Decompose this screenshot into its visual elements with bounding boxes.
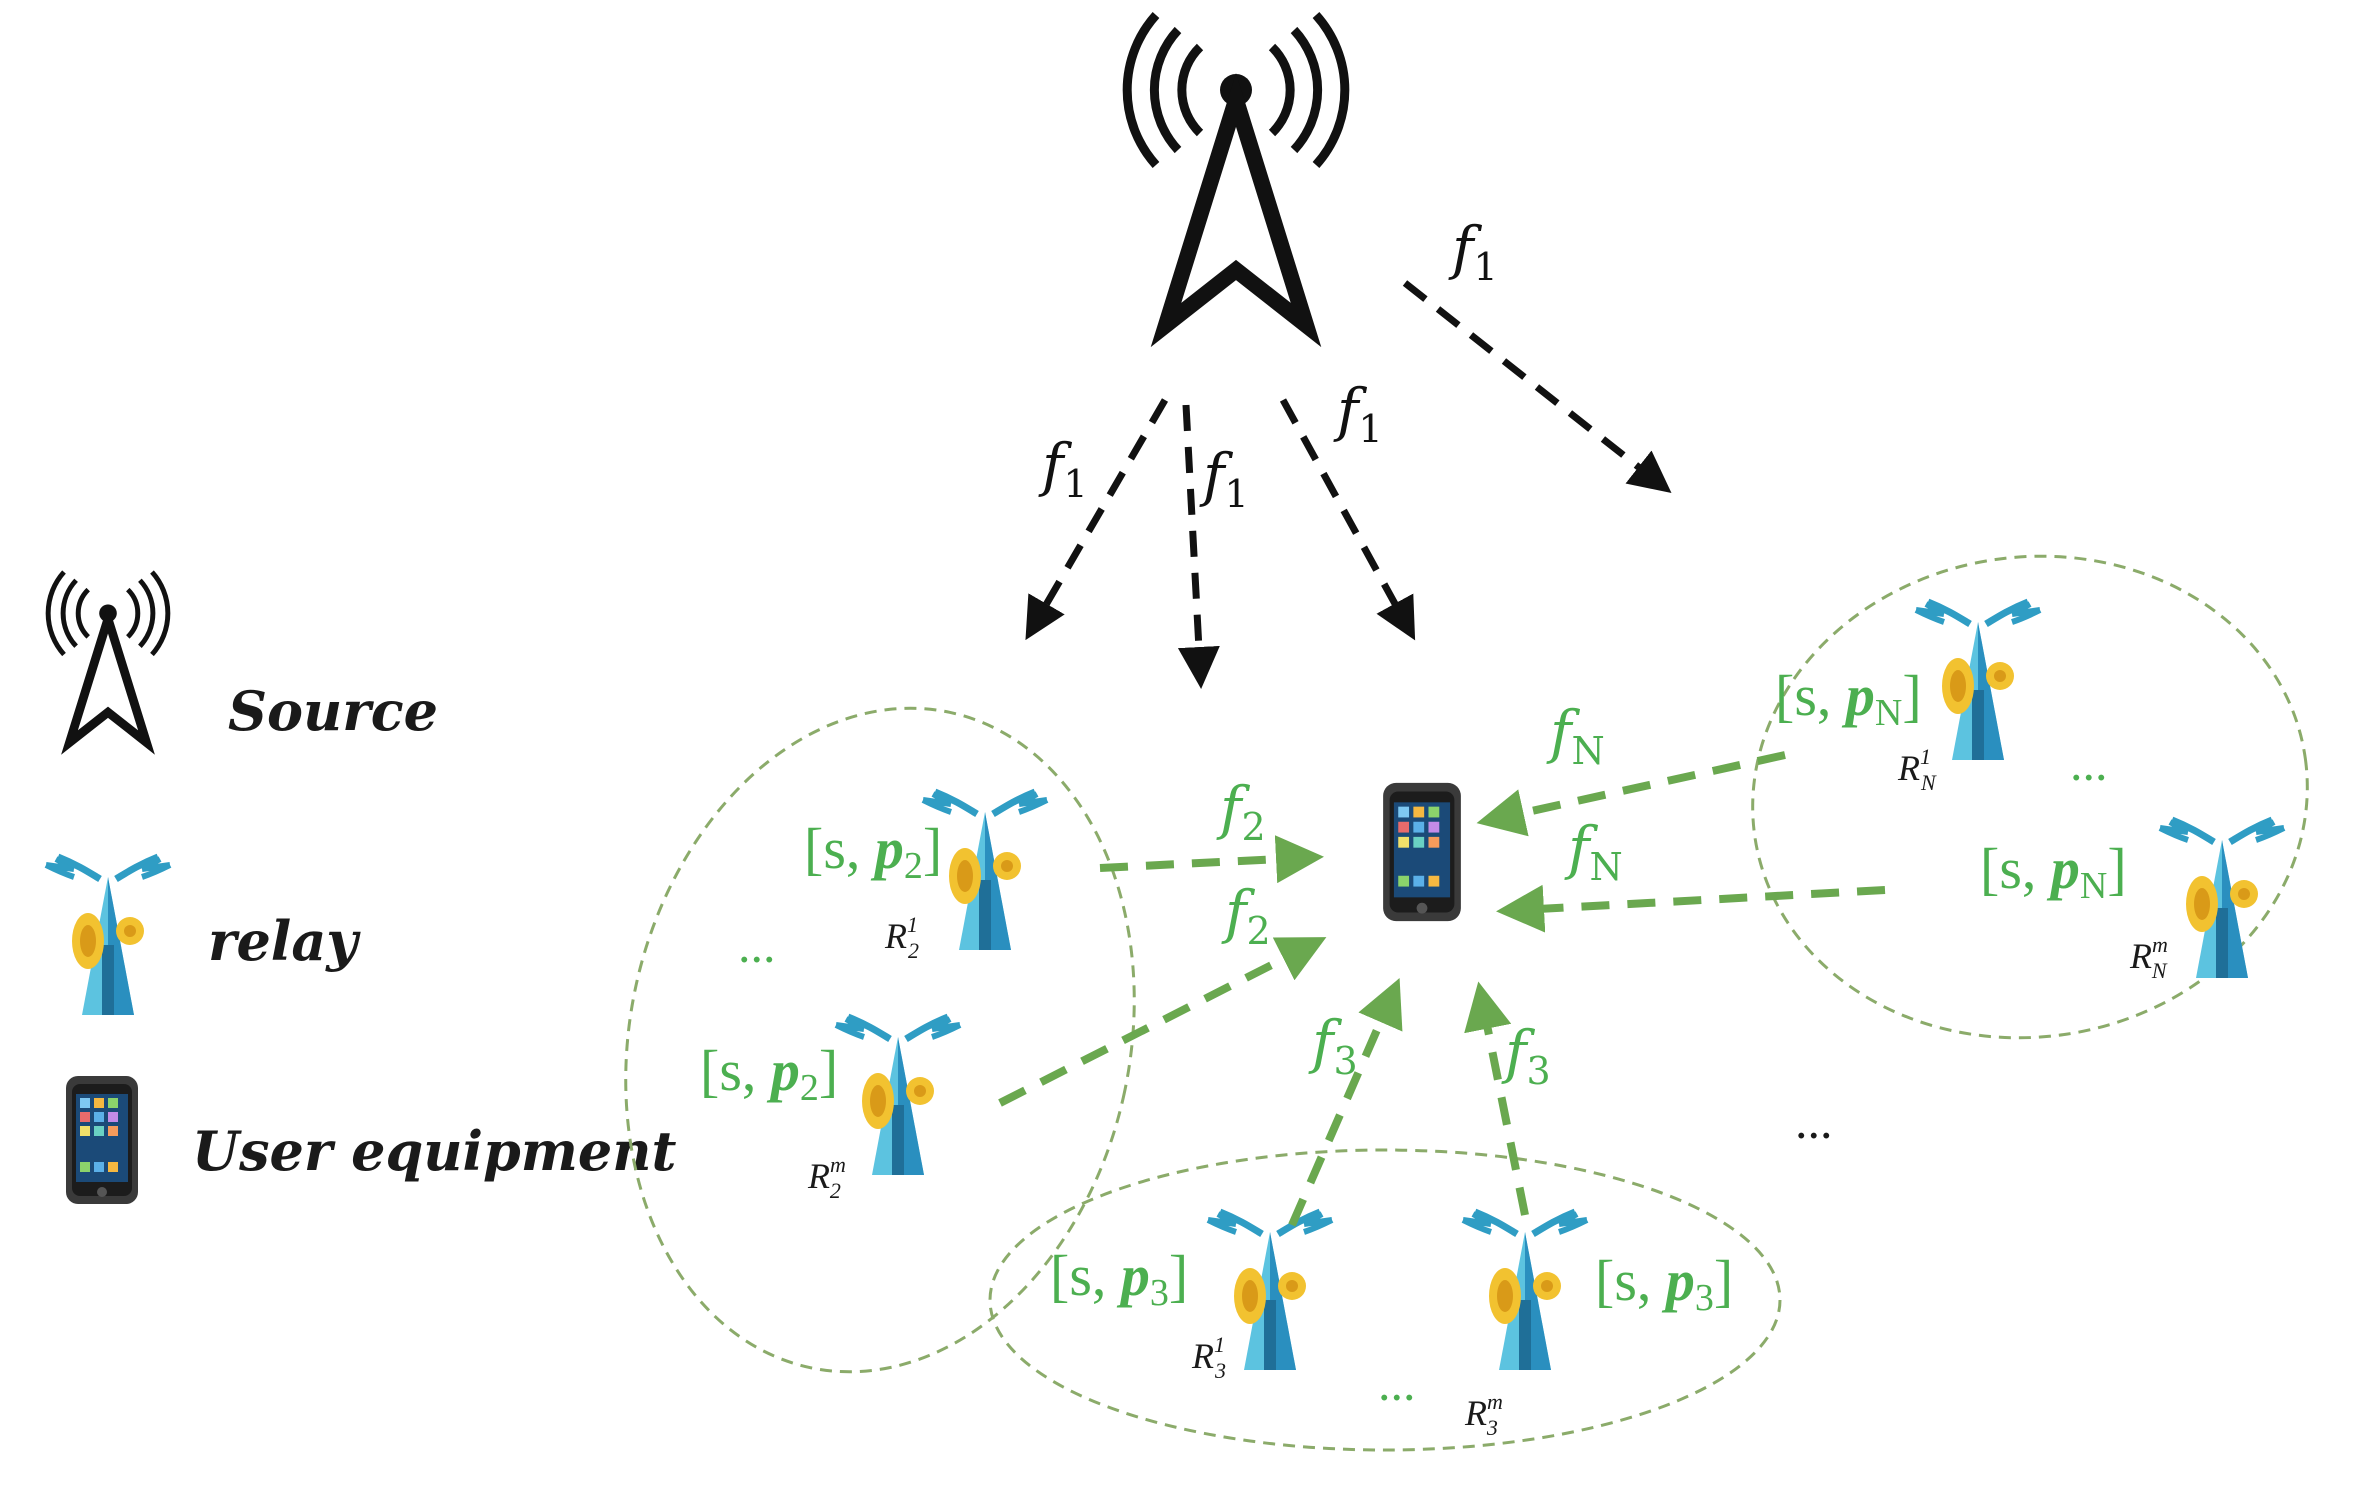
link-f2-upper (1099, 835, 1324, 884)
relay-clusters (624, 554, 2309, 1452)
source-tower-icon (1127, 15, 1345, 325)
relay-icon (836, 1017, 960, 1175)
f1-label: f1 (1038, 431, 1088, 506)
relay-icon (46, 857, 170, 1015)
f2-label: f2 (1216, 774, 1266, 849)
link-f3-right (1464, 981, 1529, 1216)
relay-icon (2160, 820, 2284, 978)
link-f1-to-ue (1279, 398, 1416, 641)
packet-label-p3: [s, p3] (1050, 1243, 1188, 1314)
green-link-labels: f2 f2 f3 f3 fN fN (1216, 698, 1623, 1093)
user-equipment-icon (1383, 782, 1461, 922)
cluster-2 (624, 706, 1136, 1374)
f1-labels: f1 f1 f1 f1 (1038, 214, 1498, 516)
link-f1-to-clusterN (1402, 280, 1672, 493)
f1-label: f1 (1448, 214, 1498, 289)
source-links (1025, 280, 1672, 689)
legend-ue-label: User equipment (192, 1119, 677, 1183)
link-fN-upper (1476, 751, 1786, 837)
link-f3-left (1288, 977, 1403, 1227)
ellipsis: ... (1378, 1355, 1416, 1411)
ellipsis: ... (1795, 1093, 1833, 1149)
source-tower-icon (48, 572, 168, 743)
fN-label: fN (1546, 698, 1605, 773)
f1-label: f1 (1333, 376, 1383, 451)
f3-label: f3 (1308, 1008, 1358, 1083)
packet-label-pN: [s, pN] (1980, 836, 2127, 907)
ellipsis-marks: ... ... ... ... (738, 735, 2108, 1411)
packet-label-p2: [s, p2] (804, 816, 942, 887)
ellipsis: ... (738, 917, 776, 973)
relay-icon (1463, 1212, 1587, 1370)
f3-label: f3 (1501, 1018, 1551, 1093)
legend-relay-label: relay (208, 909, 361, 973)
ellipsis: ... (2070, 735, 2108, 791)
legend-source-label: Source (228, 679, 438, 743)
f1-label: f1 (1199, 441, 1249, 516)
user-equipment-icon (66, 1076, 138, 1204)
legend: Source relay User equipment (46, 572, 677, 1204)
packet-label-p2: [s, p2] (700, 1038, 838, 1109)
cluster-3 (988, 1148, 1782, 1452)
packet-labels: [s, p2] [s, p2] [s, p3] [s, p3] [s, pN] … (700, 663, 2127, 1319)
relay-links (998, 751, 1886, 1227)
relay-icon (1916, 602, 2040, 760)
cluster-N (1751, 554, 2309, 1040)
packet-label-pN: [s, pN] (1775, 663, 1922, 734)
packet-label-p3: [s, p3] (1595, 1248, 1733, 1319)
link-f1-to-cluster2 (1025, 398, 1169, 641)
link-f2-lower (998, 937, 1327, 1107)
f2-label: f2 (1221, 878, 1271, 953)
fN-label: fN (1564, 814, 1623, 889)
relay-icon (1208, 1212, 1332, 1370)
link-f1-to-ue-left (1177, 404, 1220, 689)
link-fN-lower (1496, 884, 1886, 933)
